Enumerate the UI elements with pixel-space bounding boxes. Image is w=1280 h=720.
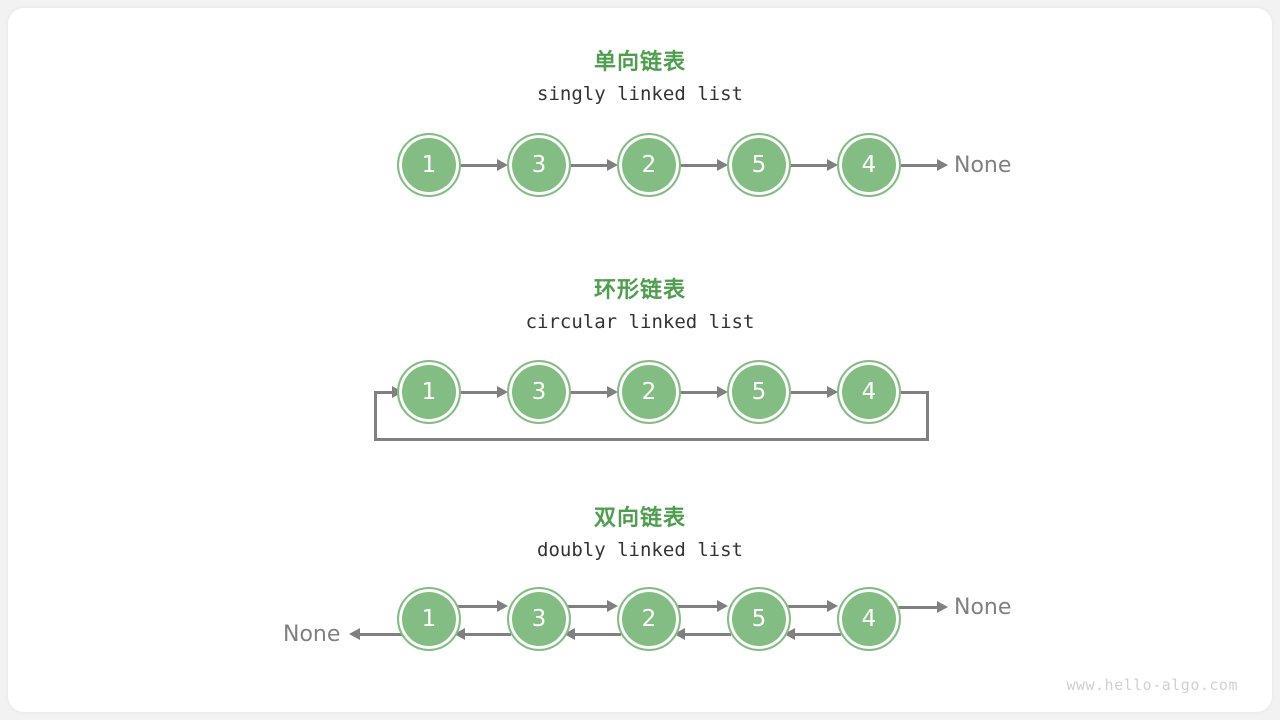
doubly-bwd-arrowhead-4 — [784, 628, 795, 640]
doubly-node-3-value: 5 — [751, 605, 767, 632]
node-inner — [843, 366, 895, 418]
node-inner — [733, 366, 785, 418]
singly-none-tail: None — [954, 153, 1012, 178]
doubly-fwd-arrowhead-3 — [717, 600, 728, 612]
circular-subtitle: circular linked list — [525, 311, 755, 333]
circular-node-0[interactable]: 1 — [397, 360, 461, 424]
singly-node-2[interactable]: 2 — [617, 133, 681, 197]
doubly-connector-tail — [893, 606, 941, 609]
doubly-node-4-value: 4 — [861, 605, 877, 632]
singly-connector-tail — [893, 164, 941, 167]
node-inner — [733, 139, 785, 191]
doubly-node-1-value: 3 — [531, 605, 547, 632]
circular-node-1[interactable]: 3 — [507, 360, 571, 424]
doubly-node-2[interactable]: 2 — [617, 587, 681, 651]
circular-loop-left-vertical — [374, 392, 377, 441]
doubly-connector-head — [360, 633, 408, 636]
node-inner — [623, 593, 675, 645]
circular-connector-1 — [453, 391, 501, 394]
circular-connector-2 — [563, 391, 611, 394]
doubly-node-2-value: 2 — [641, 605, 657, 632]
singly-arrowhead-tail — [937, 159, 948, 171]
doubly-bwd-arrowhead-1 — [454, 628, 465, 640]
doubly-arrowhead-head — [349, 628, 360, 640]
singly-connector-1 — [453, 164, 501, 167]
circular-arrowhead-2 — [607, 386, 618, 398]
doubly-bwd-arrowhead-2 — [564, 628, 575, 640]
singly-node-1[interactable]: 3 — [507, 133, 571, 197]
node-inner — [513, 593, 565, 645]
doubly-fwd-arrowhead-2 — [607, 600, 618, 612]
circular-node-3-value: 5 — [751, 378, 767, 405]
singly-title: 单向链表 — [593, 49, 686, 74]
doubly-bwd-connector-3 — [685, 633, 731, 636]
circular-node-0-value: 1 — [421, 378, 437, 405]
circular-loop-right-vertical — [926, 391, 929, 441]
doubly-bwd-connector-2 — [575, 633, 621, 636]
circular-loop-bottom — [374, 438, 929, 441]
circular-node-3[interactable]: 5 — [727, 360, 791, 424]
singly-arrowhead-3 — [717, 159, 728, 171]
node-inner — [623, 366, 675, 418]
doubly-subtitle: doubly linked list — [537, 539, 743, 561]
doubly-node-0[interactable]: 1 — [397, 587, 461, 651]
singly-node-1-value: 3 — [531, 151, 547, 178]
singly-node-0[interactable]: 1 — [397, 133, 461, 197]
singly-node-4[interactable]: 4 — [837, 133, 901, 197]
node-inner — [403, 366, 455, 418]
doubly-node-0-value: 1 — [421, 605, 437, 632]
singly-connector-4 — [783, 164, 831, 167]
node-inner — [733, 593, 785, 645]
doubly-node-1[interactable]: 3 — [507, 587, 571, 651]
watermark: www.hello-algo.com — [1066, 676, 1238, 694]
singly-arrowhead-1 — [497, 159, 508, 171]
circular-node-1-value: 3 — [531, 378, 547, 405]
doubly-fwd-connector-3 — [674, 605, 720, 608]
doubly-node-3[interactable]: 5 — [727, 587, 791, 651]
circular-title: 环形链表 — [593, 277, 686, 302]
singly-subtitle: singly linked list — [537, 83, 743, 105]
circular-arrowhead-4 — [827, 386, 838, 398]
node-inner — [843, 139, 895, 191]
doubly-title: 双向链表 — [593, 505, 686, 530]
node-inner — [403, 139, 455, 191]
circular-node-2-value: 2 — [641, 378, 657, 405]
circular-node-4[interactable]: 4 — [837, 360, 901, 424]
circular-loop-top-right — [898, 391, 929, 394]
node-inner — [843, 593, 895, 645]
doubly-fwd-connector-4 — [784, 605, 830, 608]
doubly-bwd-connector-4 — [795, 633, 841, 636]
circular-arrowhead-3 — [717, 386, 728, 398]
node-inner — [513, 366, 565, 418]
diagram-card: 单向链表 singly linked list None 1 3 — [8, 8, 1272, 712]
doubly-none-head: None — [283, 622, 341, 647]
doubly-none-tail: None — [954, 595, 1012, 620]
singly-node-3-value: 5 — [751, 151, 767, 178]
singly-node-2-value: 2 — [641, 151, 657, 178]
circular-arrowhead-1 — [497, 386, 508, 398]
circular-connector-4 — [783, 391, 831, 394]
doubly-fwd-arrowhead-4 — [827, 600, 838, 612]
singly-node-0-value: 1 — [421, 151, 437, 178]
singly-arrowhead-2 — [607, 159, 618, 171]
doubly-fwd-connector-2 — [564, 605, 610, 608]
doubly-bwd-connector-1 — [465, 633, 511, 636]
node-inner — [403, 593, 455, 645]
singly-arrowhead-4 — [827, 159, 838, 171]
circular-loop-entry — [374, 391, 396, 394]
circular-connector-3 — [673, 391, 721, 394]
doubly-fwd-arrowhead-1 — [497, 600, 508, 612]
doubly-bwd-arrowhead-3 — [674, 628, 685, 640]
doubly-arrowhead-tail — [937, 601, 948, 613]
doubly-node-4[interactable]: 4 — [837, 587, 901, 651]
node-inner — [623, 139, 675, 191]
circular-node-4-value: 4 — [861, 378, 877, 405]
singly-connector-2 — [563, 164, 611, 167]
singly-node-3[interactable]: 5 — [727, 133, 791, 197]
circular-node-2[interactable]: 2 — [617, 360, 681, 424]
node-inner — [513, 139, 565, 191]
singly-node-4-value: 4 — [861, 151, 877, 178]
singly-connector-3 — [673, 164, 721, 167]
doubly-fwd-connector-1 — [454, 605, 500, 608]
